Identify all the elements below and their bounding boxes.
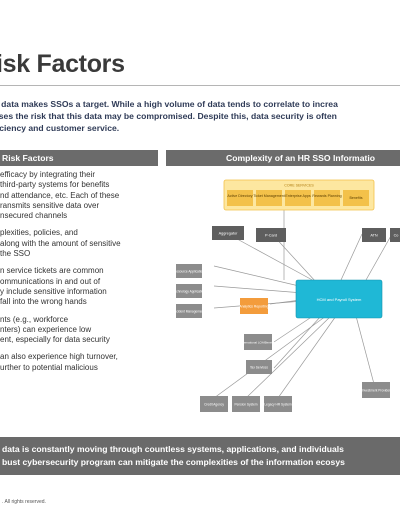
footer-copyright: . All rights reserved. [2,499,46,505]
risk-item: n service tickets are common ommunicatio… [0,266,160,307]
risk-line: nd attendance, etc. Each of these [0,190,120,200]
top-box-rewards-planning: Rewards Planning [312,190,342,206]
risk-line: ent, especially for data security [0,335,110,345]
risk-item: plexities, policies, and along with the … [0,228,160,259]
risk-line: nters) can experience low [0,324,92,334]
risk-line: the SSO [0,249,31,259]
intro-line: ficiency and customer service. [0,123,120,134]
risk-item: an also experience high turnover, urther… [0,352,160,373]
box-tax-services: Tax Services [246,360,272,374]
top-box-label: Active Directory [227,194,252,198]
box-analytics-reporting: Analytics Reporting [239,298,269,314]
top-band [0,0,400,44]
risk-line: nsecured channels [0,211,68,221]
risk-item: nts (e.g., workforce nters) can experien… [0,315,160,346]
box-co: Co [390,228,400,242]
risk-line: third-party systems for benefits [0,180,110,190]
risk-item: efficacy by integrating their third-part… [0,170,160,221]
risk-line: fall into the wrong hands [0,297,87,307]
box-label: Investment Provider [362,389,391,393]
risk-factors-header: Risk Factors [0,150,158,166]
box-resource-application: Resource Application [174,264,204,278]
box-label: Tax Services [250,366,268,370]
risk-line: urther to potential malicious [0,362,98,372]
box-technology-application: Technology Application [173,284,206,298]
box-label: HCM and Payroll System [317,297,362,302]
box-label: Legacy HR System [264,403,292,407]
risk-factors-list: efficacy by integrating their third-part… [0,170,160,380]
box-pension-system: Pension System [232,396,260,412]
top-box-benefits: Benefits [343,190,369,206]
intro-paragraph: e data makes SSOs a target. While a high… [0,98,400,135]
risk-line: n service tickets are common [0,266,104,276]
core-services-label: CORE SERVICES [284,184,314,188]
page-title: isk Factors [0,50,125,78]
box-label: International LOA/Benefits [240,341,276,345]
box-label: Pension System [234,403,257,407]
box-atn: ATN [362,228,386,242]
box-aggregator: Aggregator [212,226,244,240]
box-international-loa: International LOA/Benefits [240,334,276,350]
box-hcm-payroll: HCM and Payroll System [295,279,383,319]
bottom-banner: data is constantly moving through countl… [0,437,400,475]
top-box-label: Benefits [350,196,363,200]
risk-line: ransmits sensitive data over [0,200,100,210]
hr-sso-diagram: CORE SERVICES Active Directory Ticket Ma… [166,170,400,420]
banner-line: data is constantly moving through countl… [2,444,344,454]
box-label: Aggregator [219,232,239,236]
risk-line: ommunications in and out of [0,276,101,286]
risk-line: y include sensitive information [0,286,107,296]
top-box-label: Ticket Management [253,194,284,198]
title-divider [0,85,400,86]
top-box-label: Rewards Planning [312,194,341,198]
top-box-ticket-management: Ticket Management [253,190,285,206]
risk-line: efficacy by integrating their [0,170,96,179]
box-label: Incident Management [174,310,205,314]
top-box-enterprise-apps: Enterprise Apps [285,190,311,206]
box-label: ATN [370,234,378,238]
banner-line: bust cybersecurity program can mitigate … [2,456,345,467]
risk-line: plexities, policies, and [0,228,78,238]
complexity-header: Complexity of an HR SSO Informatio [166,150,400,166]
intro-line: ases the risk that this data may be comp… [0,111,337,122]
box-p-card: P-Card [256,228,286,242]
box-investment-provider: Investment Provider [362,382,391,398]
box-label: Resource Application [174,270,204,274]
box-legacy-hr-system: Legacy HR System [264,396,292,412]
box-label: Analytics Reporting [239,305,268,309]
box-label: Technology Application [173,290,206,294]
box-incident-management: Incident Management [174,304,205,318]
intro-line: e data makes SSOs a target. While a high… [0,99,338,109]
top-box-label: Enterprise Apps [285,194,311,198]
box-label: Credit Agency [204,403,224,407]
risk-line: an also experience high turnover, [0,352,118,362]
risk-line: nts (e.g., workforce [0,314,69,324]
box-label: Co [394,234,399,238]
diagram-canvas: CORE SERVICES Active Directory Ticket Ma… [173,179,400,412]
top-box-active-directory: Active Directory [227,190,253,206]
risk-line: along with the amount of sensitive [0,238,121,248]
box-label: P-Card [265,234,277,238]
box-credit-agency: Credit Agency [200,396,228,412]
